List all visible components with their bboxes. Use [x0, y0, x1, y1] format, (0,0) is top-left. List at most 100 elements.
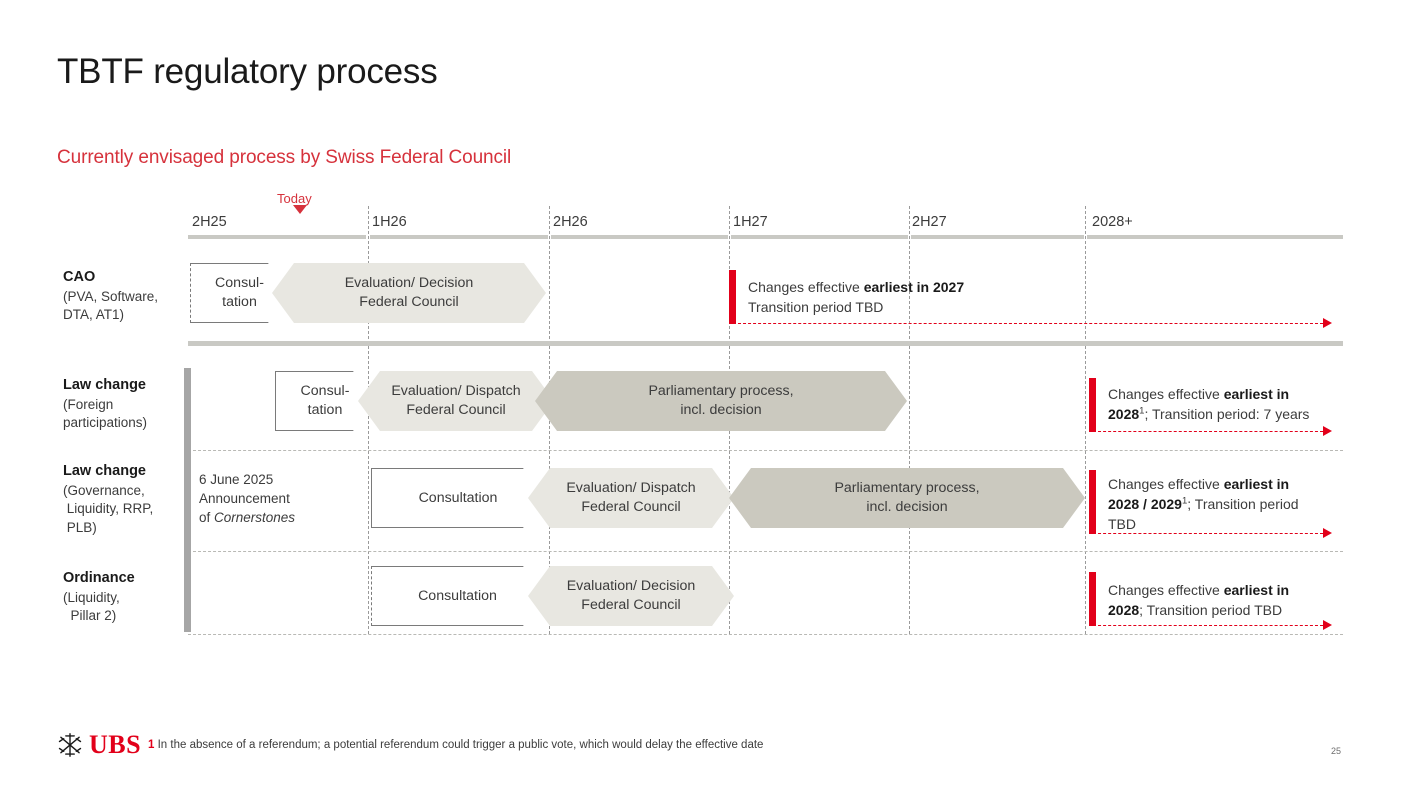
callout-cao: Changes effective earliest in 2027 Trans…	[748, 277, 1078, 317]
row-label-cao: CAO (PVA, Software,DTA, AT1)	[63, 268, 203, 325]
row-separator-3	[188, 634, 1343, 635]
stage-law-governance-consultation[interactable]: Consultation	[371, 468, 545, 528]
callout-line1-plain: Changes effective	[748, 279, 864, 295]
effective-arrow-head-cao	[1323, 318, 1332, 328]
gridline-1h26	[368, 206, 369, 634]
callout-marker-law-foreign	[1089, 378, 1096, 432]
callout-line1-bold: earliest in	[1223, 476, 1290, 492]
note-line-3: of Cornerstones	[199, 508, 364, 527]
today-label: Today	[277, 191, 312, 206]
axis-segment-1h26	[370, 235, 548, 239]
effective-arrow-head-law-foreign	[1323, 426, 1332, 436]
row-separator-2	[188, 551, 1343, 552]
axis-segment-2h25	[188, 235, 366, 239]
stage-law-foreign-parliament[interactable]: Parliamentary process,incl. decision	[535, 371, 907, 431]
page-number: 25	[1331, 746, 1342, 756]
announcement-note: 6 June 2025 Announcement of Cornerstones	[199, 470, 364, 527]
note-line-2: Announcement	[199, 491, 290, 507]
row-subtitle-law-change-governance: (Governance, Liquidity, RRP, PLB)	[63, 482, 154, 535]
footnote-marker: 1	[148, 739, 155, 751]
period-label-2h25: 2H25	[192, 214, 227, 230]
effective-arrow-head-ordinance	[1323, 620, 1332, 630]
stage-law-governance-parliament[interactable]: Parliamentary process,incl. decision	[729, 468, 1085, 528]
callout-line2-bold: 2028	[1108, 602, 1140, 619]
row-subtitle-cao: (PVA, Software,DTA, AT1)	[63, 288, 159, 323]
stage-label: Consul-tation	[300, 383, 350, 418]
callout-line1-bold: earliest in	[1223, 386, 1290, 402]
callout-line1-bold: earliest in	[1223, 582, 1290, 598]
note-line-3-italic: Cornerstones	[214, 510, 296, 526]
effective-arrow-line-law-governance	[1093, 533, 1323, 534]
period-label-1h26: 1H26	[372, 214, 407, 230]
row-title-cao: CAO	[63, 269, 96, 285]
ubs-wordmark: UBS	[89, 730, 142, 759]
callout-line2-bold: 2028	[1108, 406, 1140, 423]
row-title-ordinance: Ordinance	[63, 570, 135, 586]
period-label-1h27: 1H27	[733, 214, 768, 230]
callout-marker-cao	[729, 270, 736, 324]
ubs-keys-icon	[58, 733, 82, 757]
callout-footnote-ref: 1	[1139, 405, 1145, 417]
callout-line2-plain: ; Transition period TBD	[1139, 602, 1283, 619]
row-label-law-change-governance: Law change (Governance, Liquidity, RRP, …	[63, 462, 203, 537]
stage-label: Parliamentary process,incl. decision	[834, 480, 980, 515]
stage-label: Consultation	[418, 587, 497, 604]
stage-cao-consultation-dashed-edge	[190, 263, 191, 323]
callout-marker-ordinance	[1089, 572, 1096, 626]
axis-segment-2h26	[551, 235, 728, 239]
axis-segment-2028plus	[1087, 235, 1343, 239]
axis-segment-1h27	[731, 235, 908, 239]
callout-line2-bold: 2028 / 2029	[1108, 496, 1182, 513]
callout-law-governance: Changes effective earliest in 2028 / 202…	[1108, 474, 1336, 534]
page-title: TBTF regulatory process	[57, 52, 438, 91]
note-line-1: 6 June 2025	[199, 472, 274, 487]
row-subtitle-ordinance: (Liquidity, Pillar 2)	[63, 589, 120, 624]
stage-ordinance-consultation[interactable]: Consultation	[371, 566, 545, 626]
effective-arrow-head-law-governance	[1323, 528, 1332, 538]
callout-law-foreign: Changes effective earliest in 20281; Tra…	[1108, 384, 1340, 424]
period-label-2h27: 2H27	[912, 214, 947, 230]
section-bracket-bar	[184, 368, 191, 632]
callout-line1-bold: earliest in 2027	[863, 279, 965, 295]
effective-arrow-line-law-foreign	[1093, 431, 1323, 432]
stage-label: Parliamentary process,incl. decision	[648, 383, 794, 418]
row-label-ordinance: Ordinance (Liquidity, Pillar 2)	[63, 569, 203, 626]
stage-label: Consultation	[418, 489, 498, 506]
period-label-2028plus: 2028+	[1092, 214, 1133, 230]
callout-line3: TBD	[1108, 516, 1136, 533]
today-marker-icon	[293, 205, 307, 214]
row-separator-1	[188, 450, 1343, 451]
band-divider	[188, 341, 1343, 346]
callout-footnote-ref: 1	[1181, 495, 1188, 507]
page-subtitle: Currently envisaged process by Swiss Fed…	[57, 147, 512, 168]
effective-arrow-line-cao	[733, 323, 1323, 324]
row-title-law-change-governance: Law change	[63, 463, 146, 479]
callout-line1-plain: Changes effective	[1108, 386, 1224, 402]
stage-ordinance-consultation-dashed-edge	[371, 566, 372, 626]
stage-law-foreign-consultation[interactable]: Consul-tation	[275, 371, 375, 431]
stage-label: Consul-tation	[215, 275, 264, 310]
callout-line2-plain: ; Transition period: 7 years	[1144, 406, 1310, 423]
period-label-2h26: 2H26	[553, 214, 588, 230]
gridline-2h27	[909, 206, 910, 634]
footnote: 1 In the absence of a referendum; a pote…	[148, 738, 763, 753]
gridline-2028plus	[1085, 206, 1086, 634]
callout-line2-plain: ; Transition period	[1187, 496, 1299, 513]
callout-marker-law-governance	[1089, 470, 1096, 534]
callout-line2: Transition period TBD	[748, 299, 884, 316]
callout-line1-plain: Changes effective	[1108, 476, 1224, 492]
effective-arrow-line-ordinance	[1093, 625, 1323, 626]
footnote-text: In the absence of a referendum; a potent…	[157, 739, 764, 751]
ubs-logo: UBS	[56, 731, 141, 759]
row-title-law-change-foreign: Law change	[63, 377, 146, 393]
